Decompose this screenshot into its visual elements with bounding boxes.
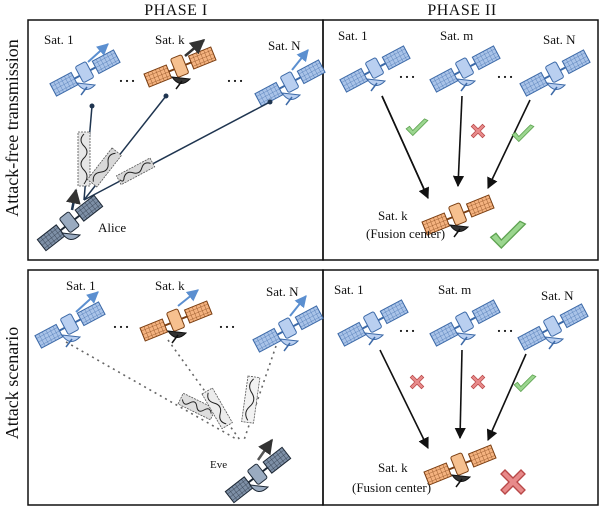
antenna-arrow — [184, 39, 206, 57]
antenna-arrow — [65, 188, 81, 211]
check-icon — [489, 220, 527, 249]
label-satk: Sat. k — [155, 32, 185, 47]
row-label-attack-free: Attack-free transmission — [2, 39, 22, 216]
cross-icon — [470, 374, 486, 390]
eavesdrop-line — [167, 339, 241, 441]
label-alice: Alice — [98, 220, 126, 235]
panel-phase2-attack — [322, 269, 599, 506]
label-sat1: Sat. 1 — [334, 282, 364, 297]
antenna-arrow — [177, 289, 199, 307]
eavesdrop-line — [243, 345, 277, 441]
signal-waveform-icon — [115, 157, 156, 186]
link-arrow — [381, 95, 429, 200]
label-satn: Sat. N — [543, 32, 576, 47]
antenna-arrow — [87, 43, 109, 63]
phase1-attack-free-diagram: Sat. 1 Sat. k Sat. N … … — [34, 32, 327, 253]
satellite-icon — [421, 440, 498, 488]
cross-icon — [409, 374, 425, 390]
row-label-attack: Attack scenario — [2, 327, 22, 439]
satellite-icon — [141, 42, 218, 90]
signal-waveform-icon — [241, 375, 261, 424]
ellipsis: … — [218, 312, 236, 332]
signal-line — [83, 101, 271, 201]
ellipsis: … — [496, 316, 514, 336]
ellipsis: … — [226, 66, 244, 86]
satellite-icon — [34, 191, 105, 253]
check-icon — [405, 118, 429, 136]
label-fusion-satk: Sat. k — [378, 208, 408, 223]
label-sat1: Sat. 1 — [338, 28, 368, 43]
panel-phase1-attack — [27, 269, 324, 506]
label-satk: Sat. k — [155, 278, 185, 293]
signal-endpoint — [267, 99, 273, 105]
link-arrow — [452, 95, 465, 188]
check-icon — [511, 124, 535, 142]
signal-waveform-icon — [77, 131, 91, 187]
check-icon — [513, 374, 537, 392]
ellipsis: … — [118, 66, 136, 86]
label-satn: Sat. N — [541, 288, 574, 303]
phase-2-header: PHASE II — [427, 2, 496, 19]
satellite-icon — [47, 46, 122, 98]
label-satn: Sat. N — [266, 284, 299, 299]
phase1-attack-diagram: Sat. 1 Sat. k Sat. N … … Eve — [32, 278, 325, 505]
satellite-icon — [137, 296, 214, 344]
satellite-icon — [252, 56, 327, 108]
label-satm: Sat. m — [440, 28, 473, 43]
label-fusion-satk: Sat. k — [378, 460, 408, 475]
label-eve: Eve — [210, 459, 227, 471]
ellipsis: … — [398, 62, 416, 82]
ellipsis: … — [398, 316, 416, 336]
label-sat1: Sat. 1 — [44, 32, 74, 47]
signal-endpoint — [89, 103, 95, 109]
label-fusion-center: (Fusion center) — [366, 226, 445, 241]
phase2-attack-free-diagram: Sat. 1 Sat. m Sat. N … … Sat. k (Fusion … — [337, 28, 592, 249]
antenna-arrow — [289, 295, 307, 317]
satellite-icon — [517, 46, 592, 98]
satellite-icon — [32, 298, 107, 350]
signal-endpoint — [163, 93, 169, 99]
label-satn: Sat. N — [268, 38, 301, 53]
phase2-attack-diagram: Sat. 1 Sat. m Sat. N … … Sat. k (Fusion … — [334, 282, 590, 495]
link-arrow — [454, 349, 466, 440]
satellite-icon — [427, 296, 502, 348]
panel-phase2-attack-free — [322, 19, 599, 261]
cross-icon — [500, 469, 526, 495]
satellite-icon — [427, 42, 502, 94]
link-arrow — [486, 353, 527, 442]
cross-icon — [470, 123, 486, 139]
satellite-icon — [515, 300, 590, 352]
satellite-icon — [222, 443, 293, 505]
link-arrow — [487, 99, 531, 190]
antenna-arrow — [256, 438, 274, 461]
label-sat1: Sat. 1 — [66, 278, 96, 293]
link-arrow — [379, 349, 429, 450]
antenna-arrow — [75, 291, 99, 313]
ellipsis: … — [496, 62, 514, 82]
label-fusion-center: (Fusion center) — [352, 480, 431, 495]
phase-1-header: PHASE I — [144, 2, 208, 19]
ellipsis: … — [112, 312, 130, 332]
antenna-arrow — [291, 49, 309, 71]
signal-waveform-icon — [86, 147, 123, 188]
satellite-icon — [250, 302, 325, 354]
label-satm: Sat. m — [438, 282, 471, 297]
